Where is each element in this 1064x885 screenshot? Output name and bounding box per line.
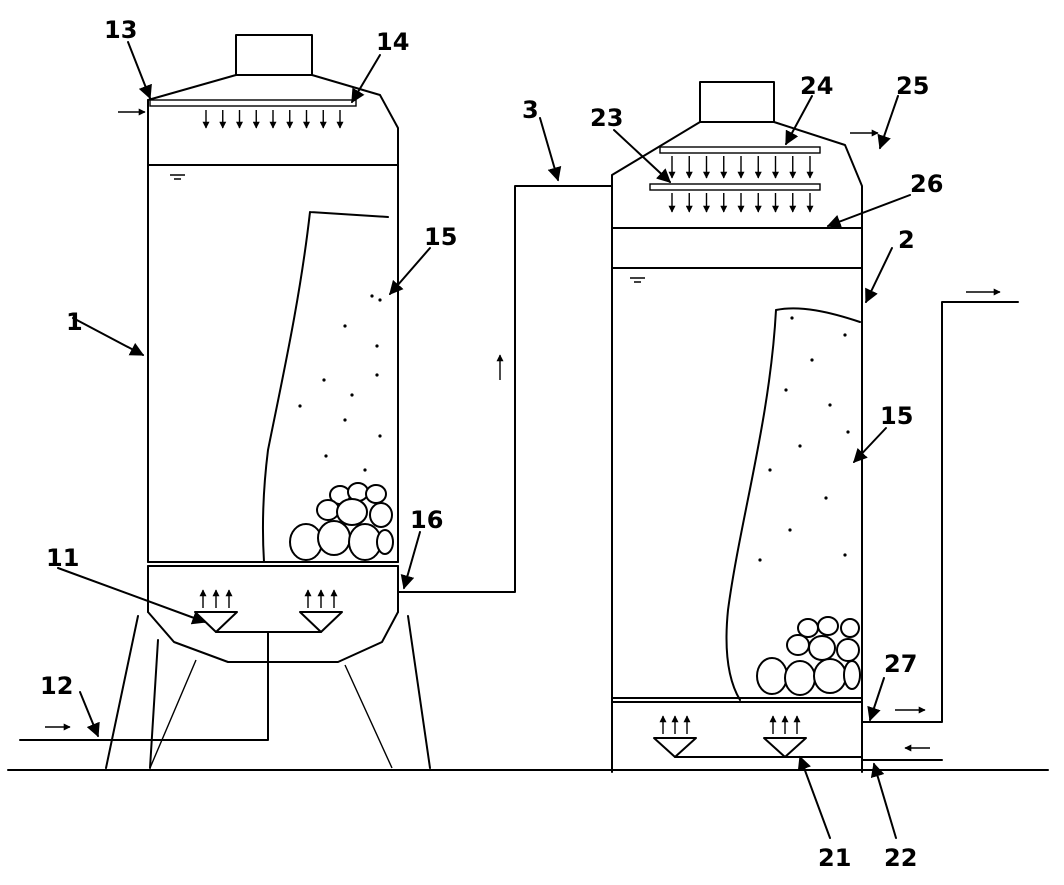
reactor-1-packing-dots	[298, 294, 382, 472]
reactor-1-top-outlet	[235, 34, 313, 76]
reactor-1	[19, 34, 431, 769]
label-22: 22	[884, 844, 917, 872]
reactor-2-spray-pipe-lower	[649, 183, 821, 213]
reactor-1-spray-pipe	[149, 99, 357, 129]
label-27: 27	[884, 650, 917, 678]
label-26: 26	[910, 170, 943, 198]
reactor-1-packing-media	[262, 211, 389, 563]
label-11: 11	[46, 544, 79, 572]
label-16: 16	[410, 506, 443, 534]
reactor-2-pebbles	[756, 616, 861, 696]
reactor-1-bottom-cone	[147, 611, 399, 663]
connecting-pipe-3	[397, 185, 613, 593]
label-12: 12	[40, 672, 73, 700]
label-14: 14	[376, 28, 409, 56]
reactor-2	[611, 81, 1019, 773]
reactor-2-spray-pipe-upper	[659, 146, 821, 179]
reactor-1-pebbles	[289, 482, 394, 561]
reactor-1-top-cap	[147, 74, 399, 166]
label-21: 21	[818, 844, 851, 872]
label-2: 2	[898, 226, 915, 254]
reactor-1-diffusers	[194, 589, 343, 633]
label-3: 3	[522, 96, 539, 124]
leader-arrows	[57, 41, 911, 839]
reactor-2-packing-media	[725, 307, 861, 701]
label-13: 13	[104, 16, 137, 44]
callout-labels: 1 2 3 11 12 13 14 15 15 16 21 22 23 24 2…	[40, 16, 943, 872]
label-23: 23	[590, 104, 623, 132]
reactor-2-packing-dots	[758, 316, 850, 562]
label-15b: 15	[880, 402, 913, 430]
reactor-2-top-cap	[611, 121, 863, 229]
reactor-2-top-outlet	[699, 81, 775, 123]
label-25: 25	[896, 72, 929, 100]
reactor-1-inlet-pipe	[19, 631, 269, 741]
reactor-2-recirculation-pipe	[861, 301, 1019, 723]
label-24: 24	[800, 72, 833, 100]
label-15a: 15	[424, 223, 457, 251]
reactor-1-legs	[105, 615, 431, 769]
label-1: 1	[66, 308, 83, 336]
reactor-2-diffusers	[653, 715, 863, 758]
